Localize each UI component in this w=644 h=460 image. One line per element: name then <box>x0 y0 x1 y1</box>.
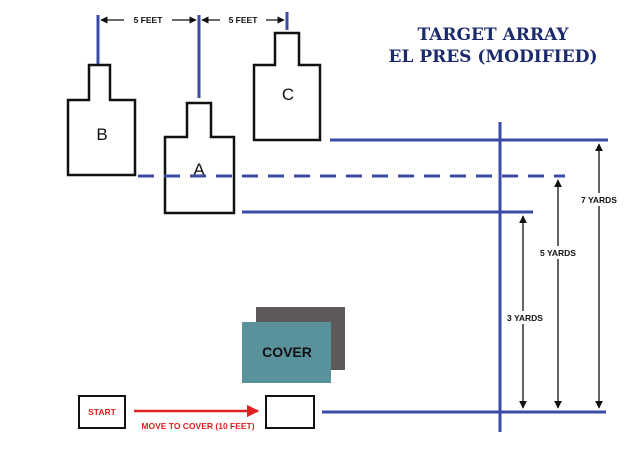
label-7-yards-bg <box>576 193 622 206</box>
label-3-yards: 3 YARDS <box>507 313 543 323</box>
label-3-yards-bg <box>502 311 548 324</box>
label-5-yards-bg <box>535 246 581 259</box>
target-c-label: C <box>282 85 294 104</box>
start-box <box>78 395 126 429</box>
start-label: START <box>88 407 117 417</box>
target-c <box>252 31 322 142</box>
title-line-1: TARGET ARRAY <box>417 25 569 45</box>
cover-position-box <box>265 395 315 429</box>
label-7-yards: 7 YARDS <box>581 195 617 205</box>
cover-front <box>242 322 331 383</box>
spacing-label-left: 5 FEET <box>134 15 164 25</box>
target-a <box>163 101 236 215</box>
target-b-label: B <box>96 125 107 144</box>
move-label: MOVE TO COVER (10 FEET) <box>141 421 254 431</box>
label-5-yards: 5 YARDS <box>540 248 576 258</box>
cover-label: COVER <box>262 344 312 360</box>
spacing-label-right: 5 FEET <box>229 15 259 25</box>
target-b <box>66 63 137 177</box>
target-a-label: A <box>193 160 205 179</box>
spacing-label-left-bg <box>124 13 172 26</box>
title-line-2: EL PRES (MODIFIED) <box>388 47 597 67</box>
spacing-label-right-bg <box>220 13 266 26</box>
